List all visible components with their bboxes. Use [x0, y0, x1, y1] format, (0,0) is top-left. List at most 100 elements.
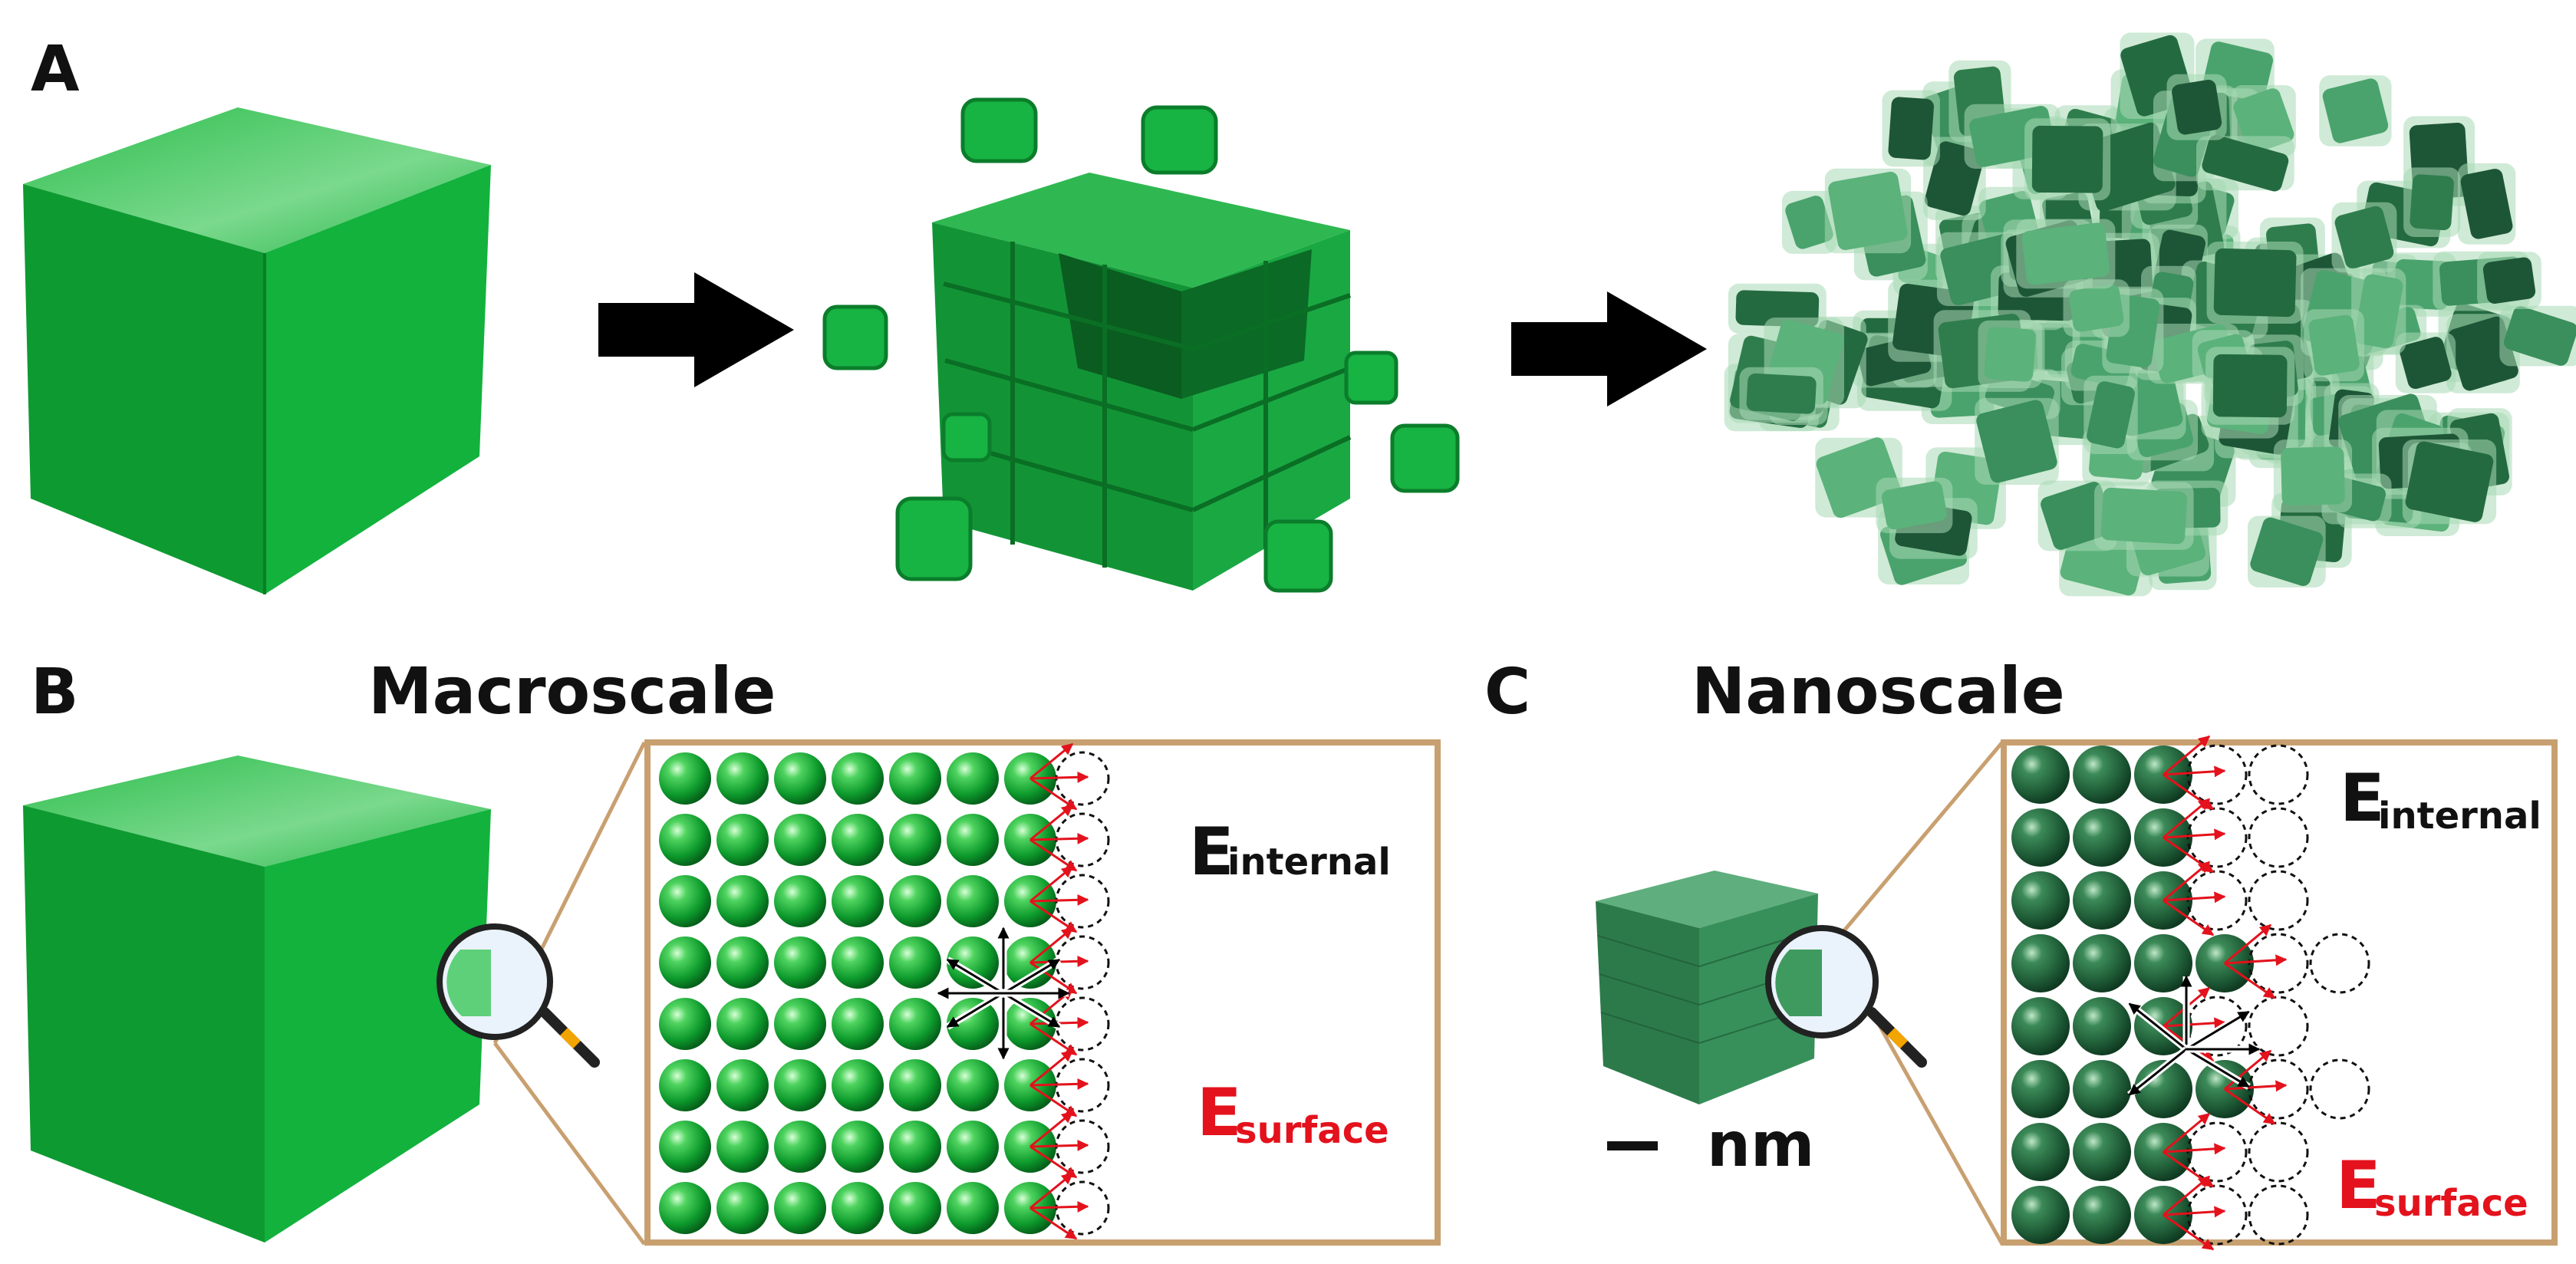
- nano-particle: [2400, 337, 2452, 390]
- atom: [889, 752, 941, 805]
- atom: [659, 814, 711, 866]
- atom: [716, 752, 769, 805]
- nano-particle: [2212, 354, 2288, 418]
- missing-neighbor: [2186, 1184, 2248, 1246]
- surface-bond-arrow: [2224, 923, 2272, 965]
- surface-bond-arrow: [1029, 927, 1074, 964]
- surface-bond-arrow: [2163, 765, 2226, 778]
- atom: [716, 1121, 769, 1173]
- surface-bond-arrow: [1029, 832, 1089, 844]
- nano-e-internal-subscript: internal: [2378, 795, 2541, 838]
- surface-bond-arrow: [2224, 962, 2276, 999]
- nano-particle: [2322, 78, 2389, 143]
- atom: [2011, 746, 2070, 804]
- atom: [2134, 934, 2192, 992]
- atom: [2011, 997, 2070, 1055]
- missing-neighbor: [2248, 807, 2309, 868]
- nano-e-internal-symbol: E: [2340, 760, 2385, 837]
- atom: [716, 875, 769, 927]
- atom: [659, 936, 711, 989]
- macro-e-surface-subscript: surface: [1235, 1109, 1389, 1152]
- nano-particle: [2503, 306, 2576, 366]
- internal-bond-arrow: [2128, 1048, 2187, 1096]
- surface-bond-arrow: [2224, 1049, 2272, 1091]
- atom: [774, 1182, 826, 1234]
- surface-bond-arrow: [2163, 1143, 2226, 1155]
- magnifier-icon: [1765, 925, 1927, 1068]
- missing-neighbor: [2248, 1121, 2309, 1183]
- surface-bond-arrow: [1029, 1022, 1078, 1056]
- nano-atom-lattice: [2011, 744, 2370, 1246]
- panel-letter-c: C: [1484, 656, 1530, 729]
- nano-particle: [2172, 79, 2222, 135]
- atom: [832, 1121, 884, 1173]
- atom: [2134, 1060, 2192, 1118]
- nano-particle: [2354, 274, 2403, 348]
- surface-bond-arrow: [1029, 771, 1089, 783]
- missing-neighbor: [2248, 933, 2309, 994]
- atom: [947, 1121, 999, 1173]
- surface-bond-arrow: [1029, 804, 1074, 841]
- atom: [889, 998, 941, 1050]
- nano-particle: [2213, 248, 2297, 318]
- atom: [659, 1059, 711, 1111]
- atom: [2011, 808, 2070, 867]
- surface-bond-arrow: [1029, 777, 1078, 811]
- surface-bond-arrow: [2224, 1088, 2276, 1125]
- atom: [832, 936, 884, 989]
- missing-neighbor: [2309, 1058, 2370, 1120]
- atom: [947, 1059, 999, 1111]
- surface-bond-arrow: [2163, 899, 2215, 936]
- surface-bond-arrow: [2163, 1206, 2226, 1218]
- nano-particle: [2021, 222, 2110, 285]
- surface-bond-arrow: [1029, 894, 1089, 906]
- surface-bond-arrow: [1029, 1084, 1078, 1118]
- nano-particle: [2405, 441, 2494, 522]
- nano-particle: [2100, 487, 2187, 545]
- nano-particle: [2281, 446, 2345, 506]
- surface-bond-arrow: [2163, 828, 2226, 841]
- surface-bond-arrow: [1029, 1078, 1089, 1090]
- atom: [889, 875, 941, 927]
- internal-bond-arrow: [2128, 1002, 2187, 1051]
- macro-atom-lattice: [659, 751, 1110, 1236]
- surface-bond-arrow: [2163, 891, 2226, 904]
- missing-neighbor: [2309, 933, 2370, 994]
- atom: [716, 814, 769, 866]
- atom: [774, 1059, 826, 1111]
- atom: [2011, 871, 2070, 930]
- nano-particle: [1888, 97, 1934, 160]
- atom: [2073, 1060, 2131, 1118]
- macro-e-internal-symbol: E: [1189, 814, 1234, 890]
- atom: [774, 936, 826, 989]
- surface-bond-arrow: [1029, 742, 1074, 780]
- magnifier-icon: [436, 923, 600, 1068]
- atom: [716, 1182, 769, 1234]
- atom: [716, 1059, 769, 1111]
- surface-bond-arrow: [1029, 865, 1074, 903]
- atom: [659, 1182, 711, 1234]
- atom: [2011, 934, 2070, 992]
- missing-neighbor: [2248, 744, 2309, 805]
- surface-bond-arrow: [1029, 900, 1078, 933]
- nano-particle: [2087, 381, 2135, 449]
- surface-bond-arrow: [1029, 838, 1078, 872]
- surface-bond-arrow: [2163, 798, 2211, 839]
- panel-letter-b: B: [31, 656, 79, 729]
- nanoscale-title: Nanoscale: [1692, 653, 2065, 729]
- atom: [2073, 997, 2131, 1055]
- scale-bar-label: nm: [1707, 1109, 1814, 1180]
- nano-particle: [2482, 257, 2536, 304]
- internal-bond-arrow: [946, 958, 1004, 995]
- nano-inset: E internal E surface: [2001, 735, 2558, 1251]
- bulk-cube: [23, 107, 491, 594]
- internal-bond-arrow: [2186, 1010, 2250, 1051]
- atom: [832, 752, 884, 805]
- surface-bond-arrow: [2163, 735, 2211, 776]
- internal-bond-arrow: [2186, 1048, 2250, 1088]
- macro-e-surface-symbol: E: [1197, 1075, 1242, 1151]
- atom: [947, 936, 999, 989]
- missing-neighbor: [2186, 744, 2248, 805]
- atom: [2073, 934, 2131, 992]
- nano-particle: [1828, 171, 1908, 251]
